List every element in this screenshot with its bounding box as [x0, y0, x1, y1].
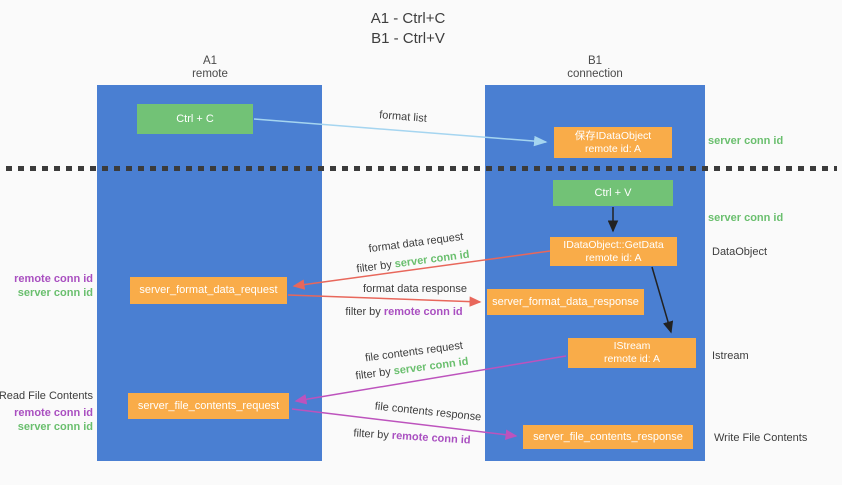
copy-paste-divider [6, 166, 837, 171]
server-file-contents-request-label: server_file_contents_request [137, 399, 280, 412]
lane-a1-role: remote [192, 68, 228, 80]
node-save-idataobject: 保存IDataObject remote id: A [554, 127, 672, 158]
right-save-server-conn-id: server conn id [708, 134, 783, 148]
lane-header-b1: B1 connection [567, 55, 623, 81]
remote-conn-id-label: remote conn id [14, 273, 93, 285]
istream-label: Istream [712, 350, 749, 362]
server-conn-id-label: server conn id [708, 135, 784, 147]
right-paste-server-conn-id: server conn id [708, 211, 783, 225]
lane-b1-name: B1 [587, 55, 603, 67]
title-line-ctrl-v: B1 - Ctrl+V [371, 30, 445, 47]
node-istream: IStream remote id: A [568, 338, 696, 368]
diagram-title: A1 - Ctrl+C B1 - Ctrl+V [371, 9, 446, 49]
server-format-data-request-label: server_format_data_request [139, 284, 278, 296]
save-idataobject-title: 保存IDataObject [574, 129, 652, 142]
remote-conn-id-text: remote conn id [383, 306, 463, 318]
getdata-subtitle: remote id: A [585, 251, 642, 264]
edge-label-format-list: format list [378, 109, 428, 125]
ctrl-v-label: Ctrl + V [594, 186, 632, 199]
lane-a1-name: A1 [202, 55, 218, 67]
getdata-title: IDataObject::GetData [563, 238, 664, 251]
server-conn-id-label: server conn id [17, 421, 93, 433]
node-server-format-data-response: server_format_data_response [487, 289, 644, 315]
read-file-contents-label: Read File Contents [0, 390, 93, 402]
save-idataobject-subtitle: remote id: A [584, 142, 642, 155]
write-file-contents-label: Write File Contents [714, 432, 808, 444]
lane-b1-role: connection [567, 68, 623, 80]
dataobject-label: DataObject [712, 246, 768, 258]
node-server-format-data-request: server_format_data_request [130, 277, 287, 304]
left-format-conn-ids: remote conn id server conn id [14, 272, 93, 300]
ctrl-c-label: Ctrl + C [176, 112, 214, 125]
filter-by-text: filter by [354, 365, 392, 383]
server-conn-id-label: server conn id [708, 212, 784, 224]
node-ctrl-c: Ctrl + C [137, 104, 253, 134]
lane-header-a1: A1 remote [192, 55, 228, 81]
server-format-data-response-label: server_format_data_response [492, 295, 639, 308]
remote-conn-id-label: remote conn id [14, 407, 93, 419]
node-server-file-contents-request: server_file_contents_request [128, 393, 289, 419]
node-idataobject-getdata: IDataObject::GetData remote id: A [550, 237, 677, 266]
istream-title: IStream [613, 340, 651, 352]
edge-label-format-data-response: format data response [363, 283, 467, 295]
edge-label-file-contents-response: file contents response [374, 400, 482, 424]
filter-by-text: filter by [353, 427, 390, 442]
title-line-ctrl-c: A1 - Ctrl+C [370, 10, 446, 27]
left-file-conn-ids: remote conn id server conn id [14, 406, 93, 434]
server-conn-id-label: server conn id [17, 287, 93, 299]
server-file-contents-response-label: server_file_contents_response [533, 430, 683, 443]
istream-subtitle: remote id: A [603, 353, 661, 365]
filter-by-text: filter by [345, 306, 381, 318]
node-server-file-contents-response: server_file_contents_response [523, 425, 693, 449]
remote-conn-id-text: remote conn id [391, 429, 471, 447]
filter-by-text: filter by [355, 258, 393, 276]
server-conn-id-text: server conn id [394, 248, 471, 271]
node-ctrl-v: Ctrl + V [553, 180, 673, 206]
